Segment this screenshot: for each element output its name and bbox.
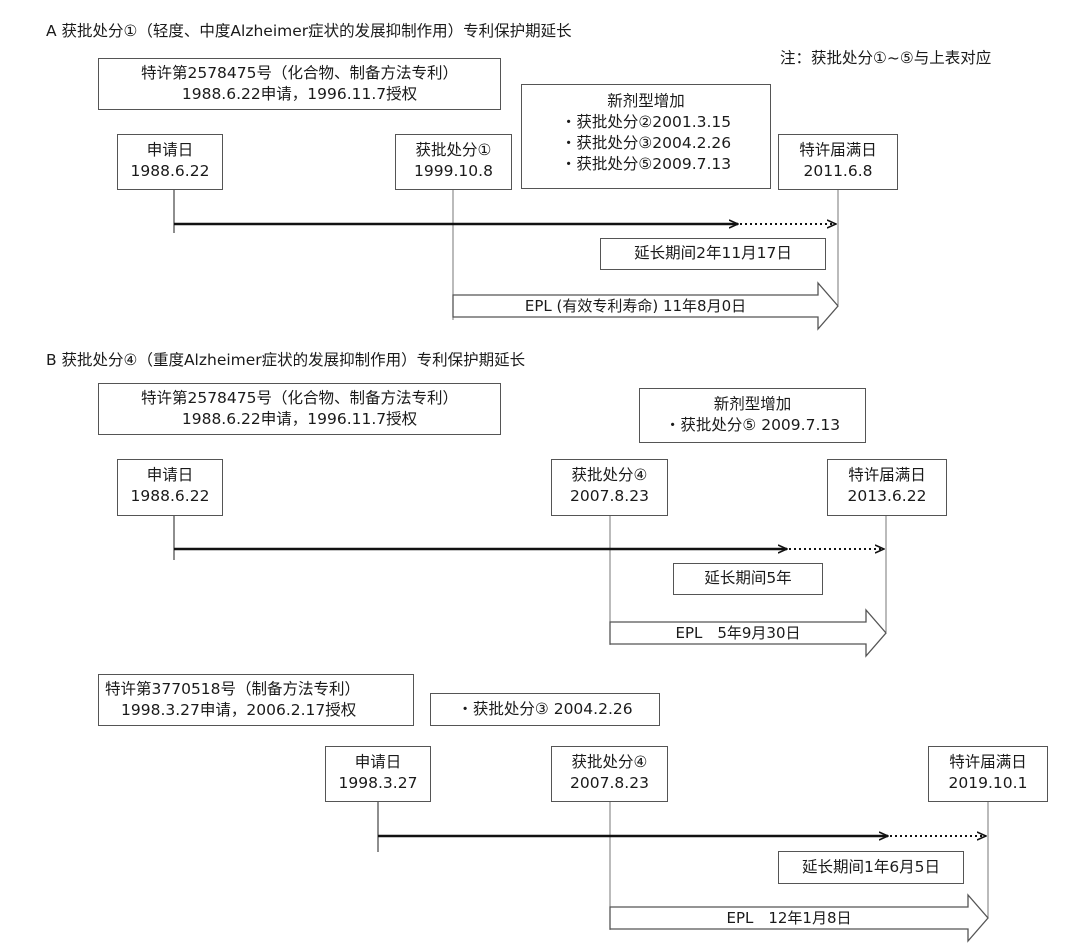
section-a-epl-label: EPL (有效专利寿命) 11年8月0日	[524, 297, 747, 315]
section-a-patent-box: 特许第2578475号（化合物、制备方法专利） 1988.6.22申请，1996…	[98, 58, 501, 110]
new-forms-title: 新剂型增加	[607, 92, 685, 110]
section-b-extension-box: 延长期间5年	[673, 563, 823, 595]
section-b-approval-box: 获批处分④ 2007.8.23	[551, 459, 668, 516]
approval-date: 2007.8.23	[570, 774, 649, 792]
new-forms-item: ・获批处分②2001.3.15	[560, 113, 732, 131]
approval-label: 获批处分④	[571, 753, 648, 771]
expiry-label: 特许届满日	[949, 753, 1027, 771]
patent-line2: 1988.6.22申请，1996.11.7授权	[181, 85, 418, 103]
filing-date: 1988.6.22	[130, 162, 210, 180]
filing-label: 申请日	[354, 753, 402, 771]
section-a-extension-box: 延长期间2年11月17日	[600, 238, 826, 270]
approval-date: 2007.8.23	[570, 487, 649, 505]
expiry-date: 2013.6.22	[847, 487, 927, 505]
section-b-timeline	[173, 516, 887, 658]
section-b-expiry-box: 特许届满日 2013.6.22	[827, 459, 947, 516]
section-a-filing-box: 申请日 1988.6.22	[117, 134, 223, 190]
filing-date: 1988.6.22	[130, 487, 210, 505]
filing-date: 1998.3.27	[338, 774, 418, 792]
section-b-title: B 获批处分④（重度Alzheimer症状的发展抑制作用）专利保护期延长	[46, 351, 526, 369]
approval-date: 1999.10.8	[414, 162, 493, 180]
section-a-expiry-box: 特许届满日 2011.6.8	[778, 134, 898, 190]
section-a-title: A 获批处分①（轻度、中度Alzheimer症状的发展抑制作用）专利保护期延长	[46, 22, 572, 40]
filing-label: 申请日	[146, 466, 194, 484]
section-a-timeline	[173, 190, 839, 331]
new-forms-title: 新剂型增加	[713, 395, 792, 413]
filing-label: 申请日	[146, 141, 194, 159]
patent-line1: 特许第2578475号（化合物、制备方法专利）	[140, 64, 459, 82]
patent-line1: 特许第2578475号（化合物、制备方法专利）	[140, 389, 459, 407]
expiry-label: 特许届满日	[799, 141, 877, 159]
expiry-label: 特许届满日	[848, 466, 926, 484]
section-c-filing-box: 申请日 1998.3.27	[325, 746, 431, 802]
a-epl-arrow-shape	[452, 281, 839, 331]
new-forms-item: ・获批处分③2004.2.26	[560, 134, 732, 152]
section-c-extension-box: 延长期间1年6月5日	[778, 851, 964, 884]
section-c-epl-label: EPL 12年1月8日	[726, 909, 852, 927]
new-forms-item: ・获批处分⑤2009.7.13	[560, 155, 732, 173]
extension-label: 延长期间2年11月17日	[634, 244, 792, 262]
expiry-date: 2019.10.1	[948, 774, 1028, 792]
expiry-date: 2011.6.8	[803, 162, 873, 180]
section-a-note: 注：获批处分①~⑤与上表对应	[780, 49, 992, 67]
b-epl-arrow-shape	[609, 608, 887, 658]
section-b-patent-box: 特许第2578475号（化合物、制备方法专利） 1988.6.22申请，1996…	[98, 383, 501, 435]
section-c-patent-box: 特许第3770518号（制备方法专利） 1998.3.27申请，2006.2.1…	[98, 674, 414, 726]
note-label: ・获批处分③ 2004.2.26	[457, 700, 633, 718]
extension-label: 延长期间1年6月5日	[801, 858, 941, 876]
approval-label: 获批处分④	[571, 466, 648, 484]
section-c-expiry-box: 特许届满日 2019.10.1	[928, 746, 1048, 802]
section-a-new-forms-box: 新剂型增加 ・获批处分②2001.3.15 ・获批处分③2004.2.26 ・获…	[521, 84, 771, 189]
section-c-note-box: ・获批处分③ 2004.2.26	[430, 693, 660, 726]
patent-line1: 特许第3770518号（制备方法专利）	[105, 680, 361, 698]
section-b-epl-label: EPL 5年9月30日	[675, 624, 801, 642]
new-forms-item: ・获批处分⑤ 2009.7.13	[664, 416, 841, 434]
section-b-new-forms-box: 新剂型增加 ・获批处分⑤ 2009.7.13	[639, 388, 866, 443]
c-epl-arrow-shape	[609, 893, 989, 943]
section-b-filing-box: 申请日 1988.6.22	[117, 459, 223, 516]
patent-line2: 1988.6.22申请，1996.11.7授权	[181, 410, 418, 428]
extension-label: 延长期间5年	[704, 569, 792, 587]
patent-line2: 1998.3.27申请，2006.2.17授权	[121, 701, 357, 719]
section-c-approval-box: 获批处分④ 2007.8.23	[551, 746, 668, 802]
approval-label: 获批处分①	[415, 141, 492, 159]
section-a-approval-box: 获批处分① 1999.10.8	[395, 134, 512, 190]
